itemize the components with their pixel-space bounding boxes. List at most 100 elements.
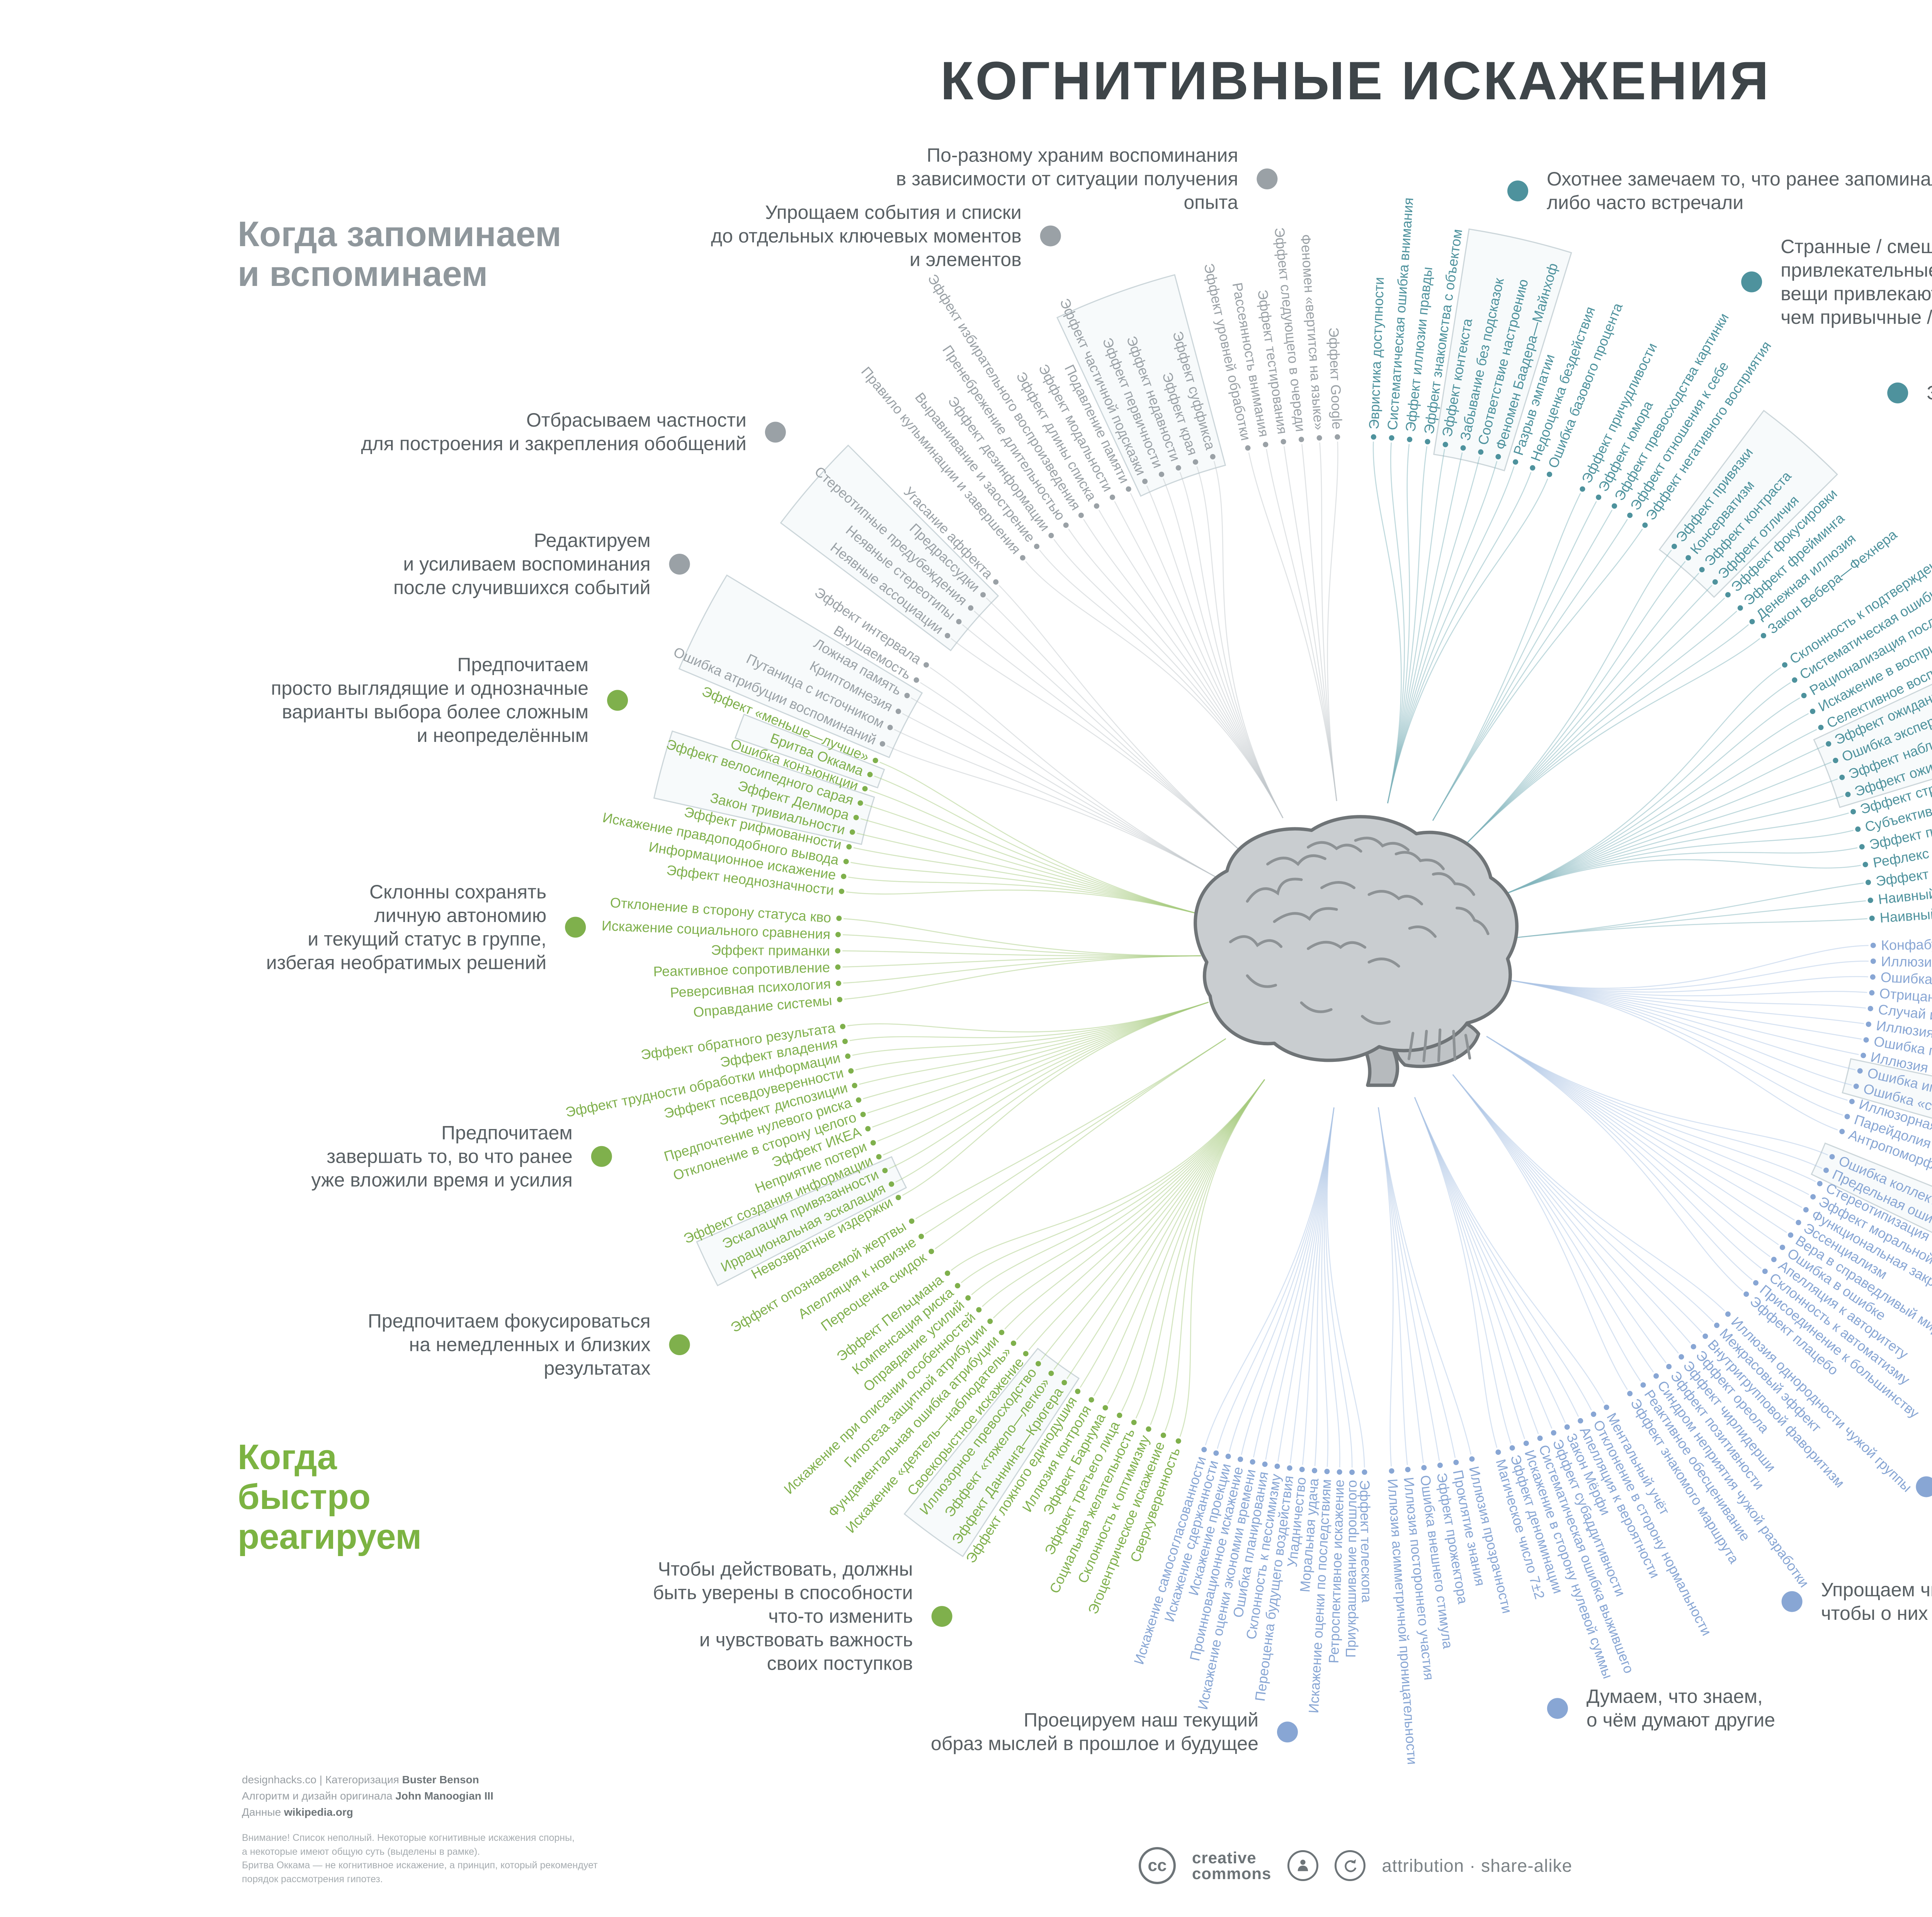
bias-dot: [1453, 1459, 1459, 1465]
bias-dot: [1349, 1470, 1355, 1475]
bias-dot: [918, 1233, 924, 1239]
category-callout: Упрощаем события и списки до отдельных к…: [711, 201, 1022, 270]
branch-line: [1486, 1036, 1795, 1221]
bias-dot: [887, 725, 893, 730]
branch-line: [911, 697, 1221, 880]
bias-dot: [1870, 958, 1876, 964]
bias-dot: [1160, 1432, 1166, 1438]
bias-dot: [1142, 478, 1148, 484]
branch-line: [1114, 501, 1284, 818]
bias-dot: [882, 1168, 888, 1174]
branch-line: [1217, 1107, 1335, 1449]
branch-line: [993, 1079, 1265, 1318]
bias-dot: [1712, 579, 1718, 585]
credit-line: Данные wikipedia.org: [242, 1806, 353, 1818]
bias-dot: [980, 592, 986, 598]
branch-line: [1508, 979, 1864, 1024]
branch-line: [998, 585, 1241, 852]
branch-line: [1486, 1036, 1810, 1195]
branch-line: [1165, 1079, 1265, 1431]
bias-dot: [1238, 1456, 1243, 1462]
branch-line: [1452, 1074, 1679, 1354]
branch-line: [1508, 979, 1843, 1116]
branch-line: [1378, 1107, 1424, 1463]
bias-dot: [945, 1271, 951, 1276]
branch-line: [847, 1002, 1209, 1032]
branch-line: [1498, 762, 1832, 897]
branch-line: [1508, 979, 1862, 1040]
bias-dot: [1509, 1445, 1515, 1451]
credit-line: designhacks.co | Категоризация Buster Be…: [242, 1774, 479, 1786]
bias-dot: [1011, 1340, 1016, 1346]
branch-line: [1378, 1107, 1408, 1465]
branch-line: [1066, 1079, 1265, 1379]
bias-dot: [862, 786, 868, 792]
bias-dot: [1337, 1469, 1342, 1475]
branch-line: [1179, 472, 1284, 818]
branch-line: [886, 745, 1221, 880]
bias-dot: [1640, 1382, 1646, 1388]
bias-dot: [1725, 592, 1731, 598]
branch-line: [1508, 961, 1869, 990]
branch-line: [1414, 1097, 1553, 1429]
branch-line: [894, 729, 1221, 880]
bias-dot: [1075, 1388, 1081, 1394]
bias-dot: [1612, 503, 1617, 509]
branch-line: [971, 1079, 1265, 1295]
bias-dot: [1131, 1420, 1137, 1425]
bias-dot: [1714, 1322, 1719, 1328]
page-title: КОГНИТИВНЫЕ ИСКАЖЕНИЯ: [940, 50, 1771, 111]
bias-label: Реактивное сопротивление: [653, 959, 830, 980]
branch-line: [874, 776, 1206, 917]
branch-line: [1372, 441, 1402, 803]
branch-line: [852, 1002, 1209, 1056]
bias-dot: [1210, 454, 1216, 459]
branch-line: [1387, 461, 1498, 803]
bias-dot: [1818, 725, 1824, 730]
category-dot: [1741, 271, 1762, 293]
branch-line: [1498, 729, 1817, 897]
bias-dot: [1867, 1006, 1873, 1012]
bias-dot: [1853, 1084, 1859, 1089]
branch-line: [1319, 442, 1337, 801]
branch-line: [1486, 1036, 1828, 1156]
category-dot: [565, 917, 586, 938]
bias-dot: [1817, 1181, 1823, 1187]
shared-essence-frame: [1433, 228, 1572, 471]
bias-dot: [1478, 449, 1484, 455]
bias-dot: [889, 1181, 895, 1187]
bias-dot: [1803, 1207, 1809, 1213]
bias-dot: [1281, 439, 1286, 444]
bias-dot: [1250, 1459, 1255, 1465]
shared-essence-frame: [1056, 274, 1226, 497]
branch-line: [1508, 979, 1852, 1086]
category-callout: Склонны сохранять личную автономию и тек…: [266, 881, 547, 973]
bias-dot: [1810, 1194, 1816, 1200]
branch-line: [1486, 1036, 1787, 1233]
branch-line: [1053, 539, 1284, 818]
bias-dot: [1869, 990, 1875, 996]
bias-dot: [1495, 1449, 1501, 1455]
bias-dot: [1287, 1465, 1293, 1471]
bias-dot: [840, 1024, 845, 1029]
branch-line: [1080, 1079, 1265, 1388]
bias-dot: [895, 1195, 901, 1201]
bias-dot: [1823, 1167, 1829, 1173]
category-dot: [1507, 180, 1528, 202]
branch-line: [1432, 501, 1597, 821]
branch-line: [1229, 1107, 1335, 1452]
share-alike-icon: [1335, 1850, 1366, 1881]
branch-line: [1041, 1079, 1265, 1361]
branch-line: [1508, 979, 1856, 1070]
bias-dot: [1551, 1430, 1556, 1436]
category-callout: Чтобы действовать, должны быть уверены в…: [653, 1558, 913, 1674]
category-dot: [669, 554, 690, 575]
bias-dot: [1371, 434, 1376, 440]
branch-line: [850, 862, 1206, 917]
branch-line: [1486, 1036, 1816, 1182]
bias-dot: [1653, 1373, 1659, 1379]
bias-dot: [1537, 1436, 1543, 1441]
bias-dot: [1020, 555, 1026, 561]
